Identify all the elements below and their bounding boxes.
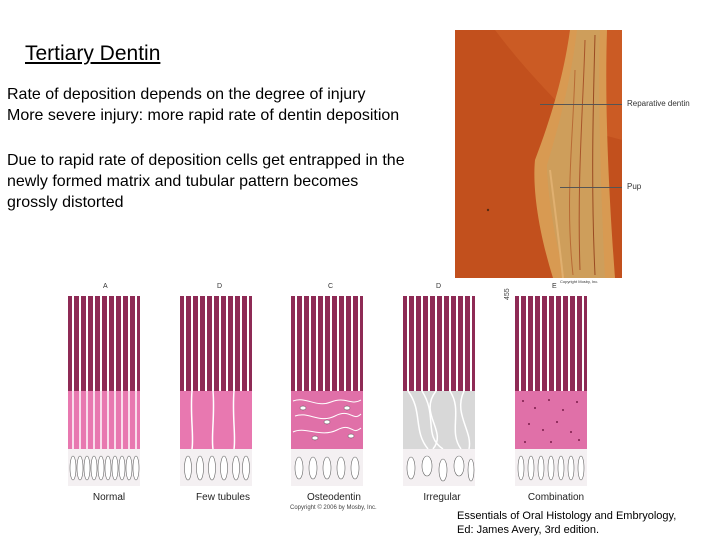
pulp-leader-line <box>560 187 622 188</box>
text-line: More severe injury: more rapid rate of d… <box>7 107 400 124</box>
panel-letter-e: E <box>552 283 557 290</box>
pulp-label: Pup <box>627 182 642 191</box>
reference-line: Essentials of Oral Histology and Embryol… <box>457 510 677 522</box>
reparative-dentin-micrograph <box>455 30 622 278</box>
panel-combination <box>515 296 587 486</box>
text-line: newly formed matrix and tubular pattern … <box>7 173 359 190</box>
caption-few-tubules: Few tubules <box>196 492 250 503</box>
micrograph-credit: Copyright Mosby, Inc. <box>560 279 599 284</box>
caption-irregular: Irregular <box>423 492 461 503</box>
reparative-dentin-label: Reparative dentin <box>627 99 690 108</box>
caption-osteodentin: Osteodentin <box>307 492 361 503</box>
panel-letter-a: A <box>103 283 108 290</box>
text-line: Due to rapid rate of deposition cells ge… <box>7 152 405 169</box>
deposition-text: Rate of deposition depends on the degree… <box>7 84 457 126</box>
panel-few-tubules <box>180 296 252 486</box>
caption-normal: Normal <box>92 492 126 503</box>
entrapment-text: Due to rapid rate of deposition cells ge… <box>7 150 467 213</box>
panel-letter-b: D <box>217 283 223 290</box>
slide-title: Tertiary Dentin <box>25 42 161 65</box>
text-line: grossly distorted <box>7 194 124 211</box>
reference-line: Ed: James Avery, 3rd edition. <box>457 524 600 536</box>
side-mark: 455 <box>504 288 511 300</box>
text-line: Rate of deposition depends on the degree… <box>7 86 366 103</box>
panel-normal <box>68 296 140 486</box>
caption-combination: Combination <box>527 492 585 503</box>
panel-letter-d: D <box>436 283 442 290</box>
panel-letter-c: C <box>328 283 334 290</box>
reparative-leader-line <box>540 104 622 105</box>
diagram-copyright: Copyright © 2006 by Mosby, Inc. <box>290 505 377 511</box>
panel-osteodentin <box>291 296 363 486</box>
reference-citation: Essentials of Oral Histology and Embryol… <box>457 509 717 537</box>
panel-irregular <box>403 296 475 486</box>
